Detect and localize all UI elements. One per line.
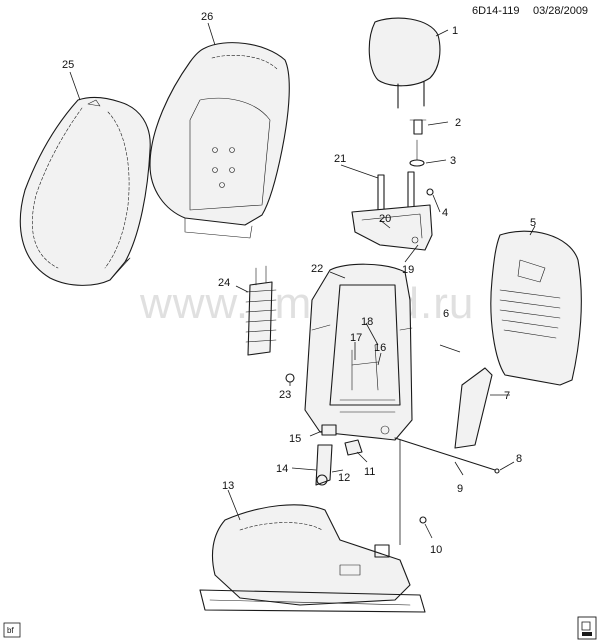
seatback-frame-part	[304, 263, 413, 441]
headrest-part	[368, 17, 441, 109]
callout-12: 12	[338, 472, 350, 484]
seat-logo-icon	[577, 616, 597, 640]
callout-18: 18	[361, 316, 373, 328]
lumbar-wire-part	[351, 344, 379, 391]
callout-3: 3	[450, 155, 456, 167]
headrest-guide-lower-part	[409, 139, 425, 167]
corner-tag-text: bf	[7, 626, 14, 635]
callout-labels: 1 2 3 4 5 6 7 8 9 10 11 12 13 14 15 16 1…	[62, 11, 536, 556]
callout-24: 24	[218, 277, 230, 289]
leader-lines	[69, 22, 536, 539]
callout-20: 20	[379, 213, 391, 225]
callout-7: 7	[504, 390, 510, 402]
clip-part	[426, 188, 434, 196]
callout-22: 22	[311, 263, 323, 275]
headrest-guide-part	[409, 119, 427, 135]
diagram-date: 03/28/2009	[533, 5, 588, 17]
seat-cushion-part	[199, 504, 426, 613]
callout-23: 23	[279, 389, 291, 401]
callout-10: 10	[430, 544, 442, 556]
callout-26: 26	[201, 11, 213, 23]
callout-21: 21	[334, 153, 346, 165]
callout-9: 9	[457, 483, 463, 495]
pivot-bolt-part	[285, 373, 295, 383]
callout-8: 8	[516, 453, 522, 465]
rear-panel-part	[490, 230, 582, 386]
callout-15: 15	[289, 433, 301, 445]
callout-1: 1	[452, 25, 458, 37]
watermark: www.umsklad.ru	[139, 279, 474, 328]
callout-13: 13	[222, 480, 234, 492]
corner-tag: bf	[3, 622, 21, 638]
lumbar-support-part	[245, 265, 277, 356]
recliner-parts	[315, 424, 363, 486]
bolster-pad-part	[454, 367, 493, 449]
diagram-code: 6D14-119	[472, 5, 520, 17]
callout-5: 5	[530, 217, 536, 229]
callout-6: 6	[443, 308, 449, 320]
callout-4: 4	[442, 207, 448, 219]
callout-11: 11	[364, 466, 375, 478]
seatback-cover-part	[19, 97, 151, 286]
seatback-pad-part	[149, 42, 290, 239]
callout-17: 17	[350, 332, 362, 344]
headrest-bracket-part	[351, 171, 433, 251]
bolt-part	[399, 440, 427, 545]
callout-16: 16	[374, 342, 386, 354]
callout-2: 2	[455, 117, 461, 129]
cable-part	[394, 437, 500, 474]
callout-14: 14	[276, 463, 288, 475]
callout-25: 25	[62, 59, 74, 71]
callout-19: 19	[402, 264, 414, 276]
